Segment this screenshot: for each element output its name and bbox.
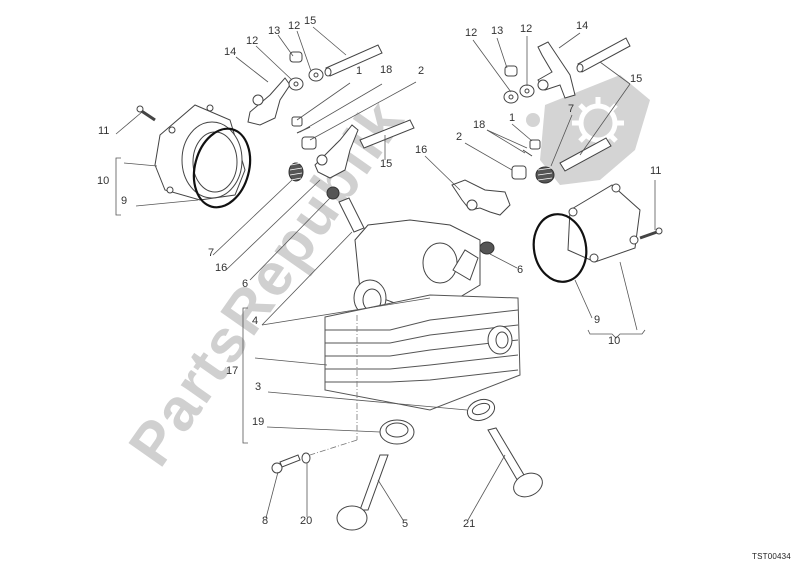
callout-label-1: 1 bbox=[509, 112, 516, 124]
callout-label-16: 16 bbox=[415, 144, 428, 156]
cylinder-head bbox=[324, 219, 521, 411]
rocker-shaft-15d bbox=[559, 137, 612, 172]
callout-label-2: 2 bbox=[456, 131, 463, 143]
callout-label-18: 18 bbox=[473, 119, 486, 131]
left-rocker-arm-upper bbox=[247, 77, 291, 126]
callout-label-18: 18 bbox=[380, 64, 393, 76]
callout-label-12: 12 bbox=[465, 27, 478, 39]
valve-21 bbox=[487, 427, 543, 498]
right-o-ring bbox=[532, 213, 588, 283]
callout-label-2: 2 bbox=[418, 65, 425, 77]
callout-label-4: 4 bbox=[252, 315, 259, 327]
callout-label-12: 12 bbox=[520, 23, 533, 35]
valve-seal-6a bbox=[326, 186, 340, 200]
callout-label-21: 21 bbox=[463, 518, 476, 530]
pin-1b bbox=[529, 139, 541, 150]
valve-seal-6b bbox=[479, 241, 495, 255]
right-rocker-arm-upper bbox=[537, 41, 576, 99]
spring-7a bbox=[288, 162, 304, 182]
callout-label-14: 14 bbox=[576, 20, 589, 32]
callout-label-13: 13 bbox=[491, 25, 504, 37]
spring-7b bbox=[535, 166, 555, 184]
left-rocker-arm-lower bbox=[314, 124, 359, 179]
right-rocker-arm-lower bbox=[451, 179, 511, 216]
pin-1a bbox=[291, 116, 303, 127]
callout-label-1: 1 bbox=[356, 65, 363, 77]
callout-label-17: 17 bbox=[226, 365, 239, 377]
gear-icon bbox=[578, 103, 618, 143]
callout-label-15: 15 bbox=[304, 15, 317, 27]
screw-8 bbox=[271, 454, 301, 474]
callout-label-11: 11 bbox=[650, 165, 662, 177]
callout-label-9: 9 bbox=[594, 314, 601, 326]
callout-label-20: 20 bbox=[300, 515, 313, 527]
callout-label-7: 7 bbox=[208, 247, 215, 259]
bushing-13a bbox=[289, 51, 303, 63]
callout-label-14: 14 bbox=[224, 46, 237, 58]
callout-label-9: 9 bbox=[121, 195, 128, 207]
valve-5 bbox=[336, 454, 389, 531]
callout-label-12: 12 bbox=[246, 35, 259, 47]
callout-label-16: 16 bbox=[215, 262, 228, 274]
right-side-cover bbox=[567, 183, 663, 263]
callout-label-19: 19 bbox=[252, 416, 265, 428]
rocker-shaft-15a bbox=[325, 44, 383, 77]
callout-label-5: 5 bbox=[402, 518, 409, 530]
callout-label-8: 8 bbox=[262, 515, 269, 527]
callout-label-12: 12 bbox=[288, 20, 301, 32]
callout-label-15: 15 bbox=[380, 158, 393, 170]
callout-label-13: 13 bbox=[268, 25, 281, 37]
leader-lines bbox=[115, 26, 656, 521]
callout-label-3: 3 bbox=[255, 381, 262, 393]
left-side-cover bbox=[136, 104, 246, 201]
reference-code: TST00434 bbox=[752, 552, 791, 561]
clip-18b bbox=[522, 149, 533, 157]
watermark-logo bbox=[526, 75, 650, 185]
callout-label-7: 7 bbox=[568, 103, 575, 115]
rocker-shaft-15c bbox=[577, 37, 631, 73]
valve-seat-3 bbox=[466, 398, 496, 422]
callout-label-15: 15 bbox=[630, 73, 643, 85]
bushing-2b bbox=[511, 165, 527, 180]
valve-guide-left bbox=[338, 197, 365, 233]
valve-seat-19 bbox=[379, 419, 415, 445]
bushing-2a bbox=[301, 136, 317, 150]
callout-label-6: 6 bbox=[242, 278, 249, 290]
washer-20 bbox=[301, 452, 311, 464]
bushing-13b bbox=[504, 65, 518, 77]
left-o-ring bbox=[192, 127, 252, 209]
callout-label-10: 10 bbox=[97, 175, 110, 187]
callout-label-11: 11 bbox=[98, 125, 110, 137]
rocker-shaft-15b bbox=[359, 119, 415, 149]
callout-label-10: 10 bbox=[608, 335, 621, 347]
callout-label-6: 6 bbox=[517, 264, 524, 276]
